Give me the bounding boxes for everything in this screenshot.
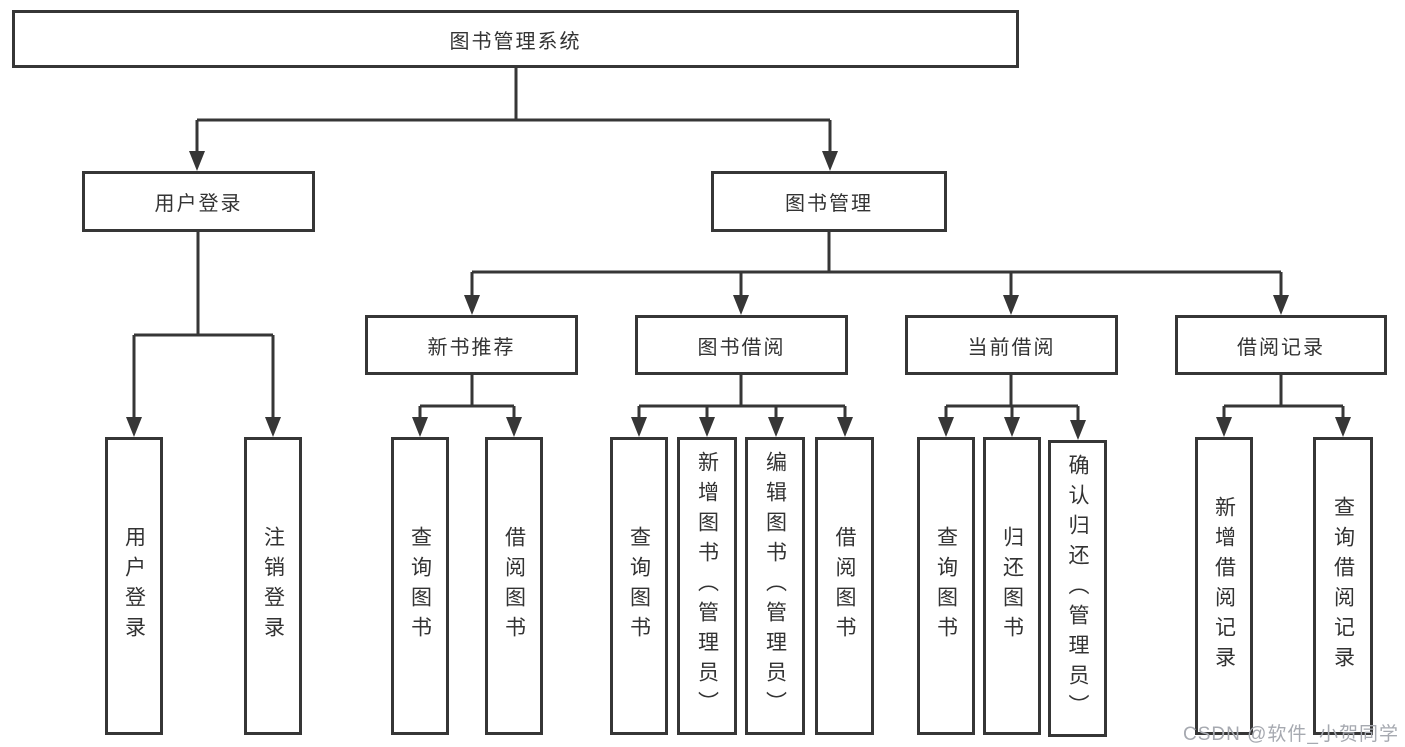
arrowhead-icon	[506, 417, 522, 437]
node-book-borrowing: 图书借阅	[635, 315, 848, 375]
arrowhead-icon	[768, 417, 784, 437]
arrowhead-icon	[822, 151, 838, 171]
node-label: 借阅图书	[502, 526, 526, 646]
leaf-user-login: 用户登录	[105, 437, 163, 735]
node-book-management: 图书管理	[711, 171, 947, 232]
csdn-watermark: CSDN @软件_小贺同学	[1183, 724, 1399, 745]
node-label: 新增图书（管理员）	[695, 451, 719, 721]
node-label: 查询图书	[934, 526, 958, 646]
node-borrowing-records: 借阅记录	[1175, 315, 1387, 375]
arrowhead-icon	[1004, 417, 1020, 437]
leaf-add-books-admin: 新增图书（管理员）	[677, 437, 737, 735]
node-label: 图书管理系统	[449, 30, 582, 53]
node-label: 图书管理	[785, 193, 873, 215]
connector-path	[132, 68, 1345, 421]
node-user-login: 用户登录	[82, 171, 315, 232]
leaf-logout: 注销登录	[244, 437, 302, 735]
arrowhead-icon	[1273, 295, 1289, 315]
leaf-query-books-current: 查询图书	[917, 437, 975, 735]
node-label: 确认归还（管理员）	[1066, 453, 1089, 724]
node-label: 注销登录	[261, 526, 285, 646]
leaf-borrow-books: 借阅图书	[815, 437, 874, 735]
node-new-book-recommendation: 新书推荐	[365, 315, 578, 375]
node-label: 新增借阅记录	[1212, 496, 1236, 676]
arrowhead-icon	[733, 295, 749, 315]
leaf-edit-books-admin: 编辑图书（管理员）	[745, 437, 805, 735]
node-label: 图书借阅	[697, 336, 786, 359]
arrowhead-icon	[1003, 295, 1019, 315]
arrowhead-icon	[189, 151, 205, 171]
arrowhead-icon	[938, 417, 954, 437]
arrowhead-icon	[631, 417, 647, 437]
node-label: 归还图书	[1000, 526, 1024, 646]
arrowhead-icon	[1070, 420, 1086, 440]
node-label: 用户登录	[122, 526, 146, 646]
node-label: 用户登录	[154, 193, 243, 215]
node-label: 查询借阅记录	[1331, 496, 1355, 676]
node-current-borrowing: 当前借阅	[905, 315, 1118, 375]
arrowhead-icon	[1216, 417, 1232, 437]
arrowhead-icon	[126, 417, 142, 437]
leaf-query-books-recommend: 查询图书	[391, 437, 449, 735]
leaf-borrow-books-recommend: 借阅图书	[485, 437, 543, 735]
arrowhead-icon	[837, 417, 853, 437]
arrowhead-icon	[699, 417, 715, 437]
leaf-add-borrow-record: 新增借阅记录	[1195, 437, 1253, 735]
node-label: 当前借阅	[967, 336, 1056, 359]
arrowhead-icon	[464, 295, 480, 315]
arrowhead-icon	[412, 417, 428, 437]
node-label: 查询图书	[627, 526, 651, 646]
leaf-query-books-borrow: 查询图书	[610, 437, 668, 735]
node-label: 借阅图书	[833, 526, 856, 646]
node-label: 查询图书	[408, 526, 432, 646]
node-label: 编辑图书（管理员）	[763, 451, 787, 721]
node-label: 借阅记录	[1237, 336, 1325, 359]
leaf-return-books: 归还图书	[983, 437, 1041, 735]
arrowhead-icon	[265, 417, 281, 437]
node-library-system: 图书管理系统	[12, 10, 1019, 68]
node-label: 新书推荐	[427, 336, 516, 359]
arrowhead-icon	[1335, 417, 1351, 437]
leaf-query-borrow-record: 查询借阅记录	[1313, 437, 1373, 735]
leaf-confirm-return-admin: 确认归还（管理员）	[1048, 440, 1107, 737]
